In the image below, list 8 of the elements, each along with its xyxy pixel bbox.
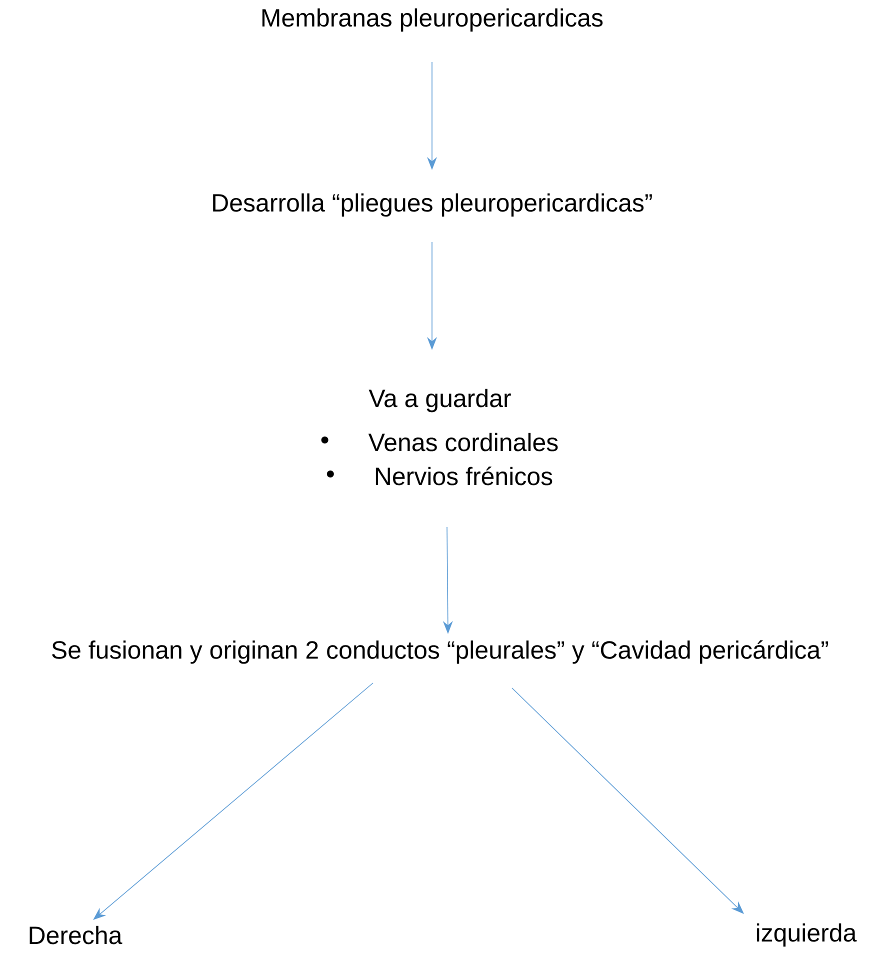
text-label: Desarrolla “pliegues pleuropericardicas”	[213, 193, 652, 217]
arrow	[93, 682, 374, 920]
text-label: Membranas pleuropericardicas	[262, 8, 603, 32]
text-label: Se fusionan y originan 2 conductos “pleurales” y “Cavidad pericárdica”	[52, 640, 828, 664]
text-label: izquierda	[756, 923, 857, 947]
text-label: Va a guardar Venas cordinales Nervios frénicos	[321, 388, 558, 486]
text-label: Derecha	[30, 926, 122, 944]
arrow	[512, 688, 744, 914]
